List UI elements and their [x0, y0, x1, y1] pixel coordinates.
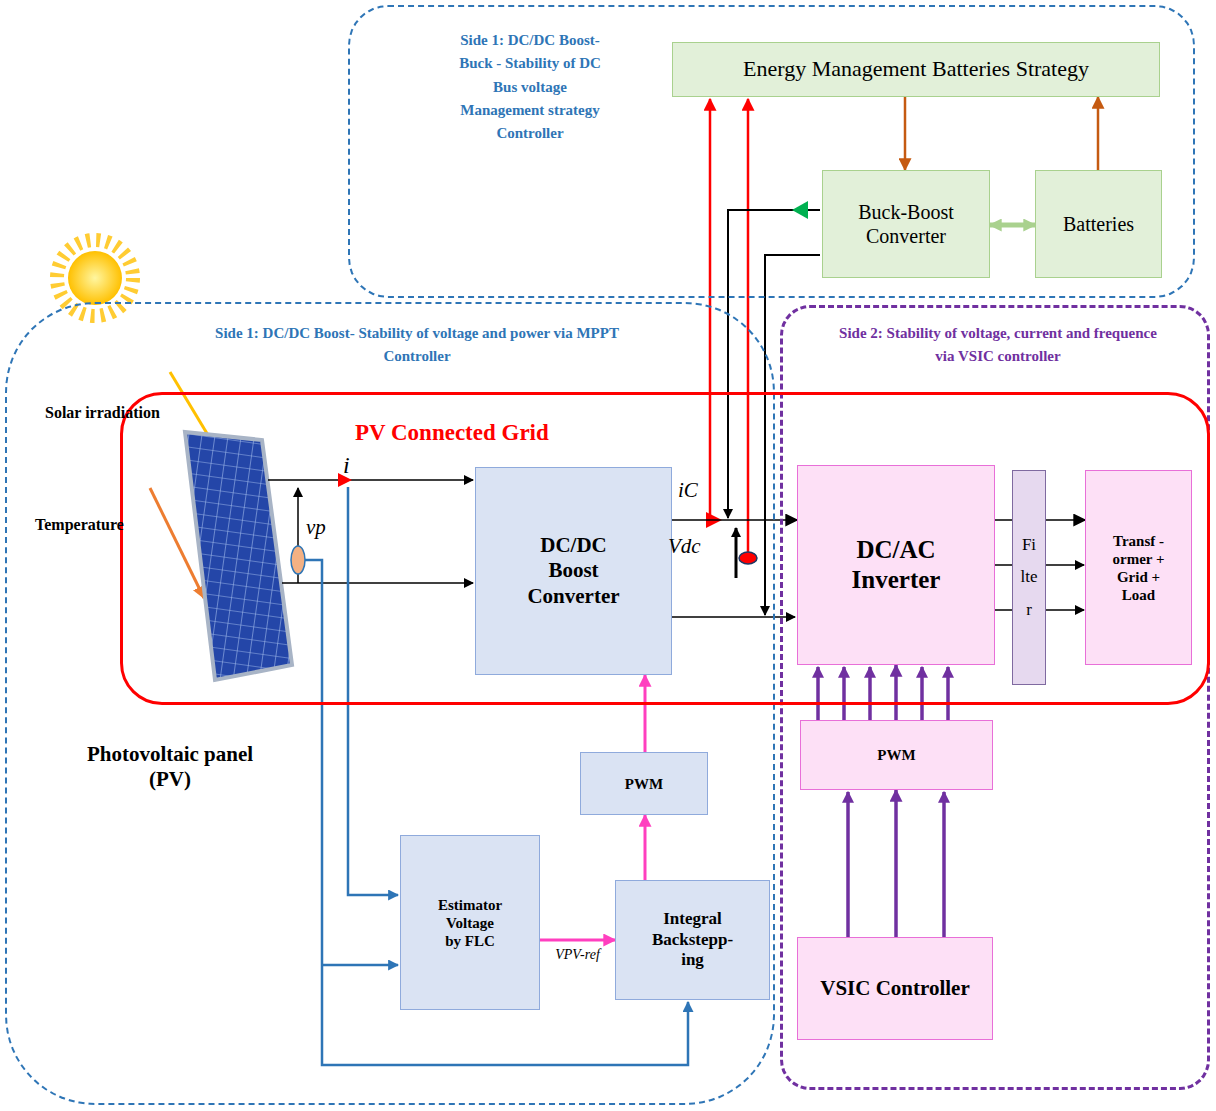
region-title: Side 2: Stability of voltage, current an… [828, 322, 1168, 367]
pv-wires [268, 473, 473, 583]
node-label: PWM [625, 775, 663, 793]
process-box: Energy Management Batteries Strategy [672, 42, 1160, 97]
sun [57, 240, 133, 316]
caption-label: Photovoltaic panel (PV) [70, 742, 270, 792]
battery-box: Batteries [1035, 170, 1162, 278]
connector [894, 790, 898, 937]
region-panel: PWM VSIC Controller Side 2: Stability of v… [780, 305, 1210, 1090]
estimator-box: Estimator Voltage by FLC [400, 835, 540, 1010]
signal-name: Vdc [668, 534, 701, 559]
connector [672, 519, 797, 521]
pwm-box: PWM [800, 720, 993, 790]
signal-name: vp [306, 515, 326, 540]
edge-label: VPV-ref [553, 947, 602, 963]
node-label: VSIC Controller [820, 976, 970, 1001]
converter-box: DC/DC Boost Converter [475, 467, 672, 675]
node-label: Transf -ormer + Grid + Load [1108, 532, 1170, 604]
grid-box: Transf -ormer + Grid + Load [1085, 470, 1192, 665]
region-title: PV Connected Grid [355, 419, 549, 447]
region-title: Side 1: DC/DC Boost-Buck - Stability of … [455, 29, 605, 145]
node-label: Integral Backstepp- ing [643, 909, 743, 970]
node-label: DC/DC Boost Converter [519, 533, 629, 609]
caption-label: Temperature [35, 516, 124, 534]
pwm-box: PWM [580, 752, 708, 815]
process-box: Buck-Boost Converter [822, 170, 990, 278]
inverter-box: DC/AC Inverter [797, 465, 995, 665]
connector [904, 97, 907, 170]
connector [894, 665, 898, 720]
filter-box: Filter [1012, 470, 1046, 685]
node-label: PWM [877, 746, 915, 764]
system-frame: DC/DC Boost Converter DC/AC Inverter Filte… [120, 392, 1210, 705]
node-label: Energy Management Batteries Strategy [743, 56, 1089, 82]
controller-box: Integral Backstepp- ing [615, 880, 770, 1000]
connector [540, 939, 615, 942]
signal-name: iC [678, 478, 698, 503]
node-label: Buck-Boost Converter [836, 200, 976, 248]
node-label: DC/AC Inverter [831, 535, 961, 595]
node-label: Filter [1021, 529, 1038, 626]
node-label: Batteries [1063, 212, 1134, 236]
node-label: Estimator Voltage by FLC [437, 896, 504, 950]
connector [990, 223, 1035, 228]
connector [1097, 97, 1100, 170]
region-title: Side 1: DC/DC Boost- Stability of voltag… [182, 322, 652, 367]
gate-signals [818, 667, 948, 937]
connector [1046, 519, 1085, 521]
connector [995, 519, 1012, 521]
signal-name: i [343, 452, 350, 479]
caption-label: Solar irradiation [45, 404, 160, 422]
connector [644, 675, 647, 752]
region-panel: Energy Management Batteries StrategyBuck… [348, 5, 1195, 298]
connector [644, 815, 647, 880]
controller-box: VSIC Controller [797, 937, 993, 1040]
pv-panel [185, 432, 292, 680]
